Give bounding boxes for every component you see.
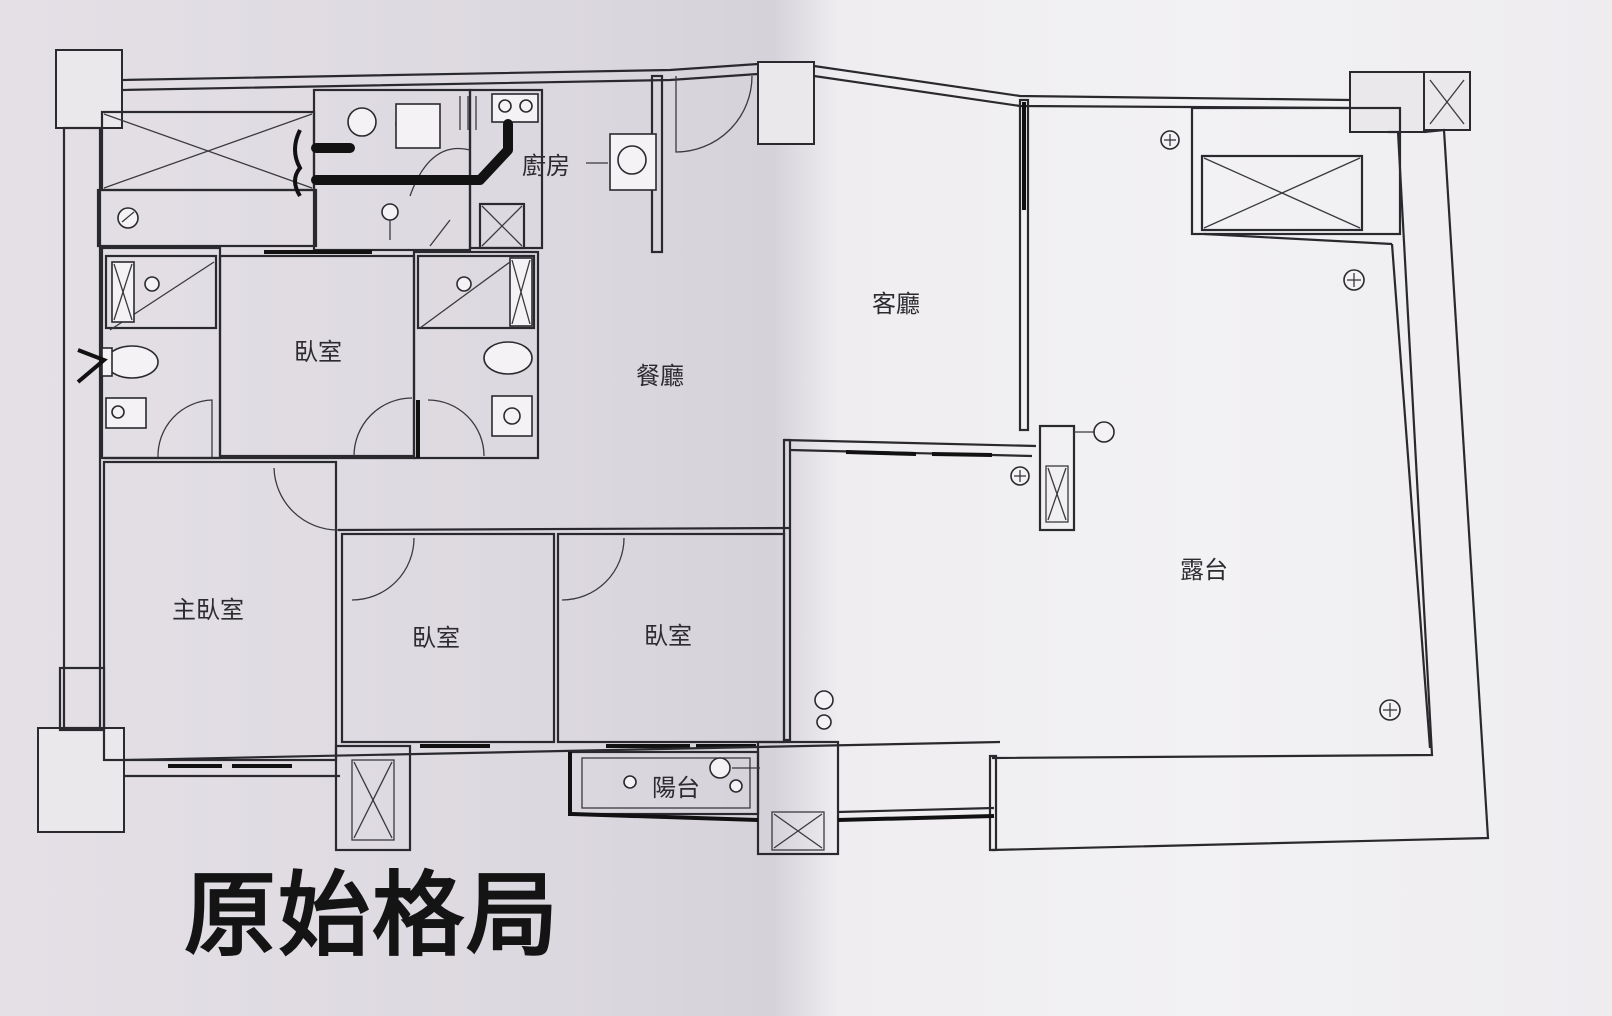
stairs-marks — [459, 96, 477, 130]
right-exterior-wall — [988, 128, 1490, 852]
balcony-label: 陽台 — [652, 774, 700, 802]
bedroom-right: 臥室 — [556, 532, 786, 748]
terrace-column — [1038, 421, 1115, 532]
bedroom-middle-label: 臥室 — [412, 624, 460, 652]
shower-icon-mid — [456, 276, 472, 292]
exhaust-duct — [293, 119, 513, 198]
terrace-label: 露台 — [1180, 556, 1228, 584]
plan-title: 原始格局 — [184, 862, 561, 969]
master-bedroom: 主臥室 — [102, 456, 416, 768]
kitchen-label: 廚房 — [522, 152, 570, 180]
shower-icon — [144, 276, 160, 292]
bathroom-left — [76, 246, 222, 460]
utility-area — [312, 88, 544, 252]
structural-columns — [37, 49, 1471, 833]
kitchen: 廚房 — [522, 74, 753, 254]
balcony: 陽台 — [568, 750, 760, 822]
dining-room-label: 餐廳 — [636, 362, 684, 390]
bottom-structure — [123, 690, 1001, 856]
living-room: 客廳 — [782, 98, 1037, 742]
bedroom-middle: 臥室 — [337, 526, 791, 748]
water-heater-icon — [381, 203, 399, 221]
dining-area: 餐廳 — [636, 362, 684, 390]
bedroom-top-label: 臥室 — [294, 338, 342, 366]
storage-topleft — [96, 110, 318, 248]
master-bedroom-label: 主臥室 — [172, 596, 244, 624]
washer-icon — [347, 107, 377, 137]
terrace: 露台 — [1160, 106, 1432, 749]
drain-icon — [117, 207, 139, 229]
top-exterior-wall — [121, 62, 1351, 110]
living-room-label: 客廳 — [872, 290, 920, 318]
toilet-icon-mid — [483, 341, 533, 375]
bedroom-right-label: 臥室 — [644, 622, 692, 650]
faucet-icon — [1093, 421, 1115, 443]
bedroom-top: 臥室 — [218, 250, 416, 458]
toilet-icon — [105, 345, 159, 379]
bathroom-mid — [412, 250, 540, 460]
sink-icon-mid — [491, 395, 533, 437]
